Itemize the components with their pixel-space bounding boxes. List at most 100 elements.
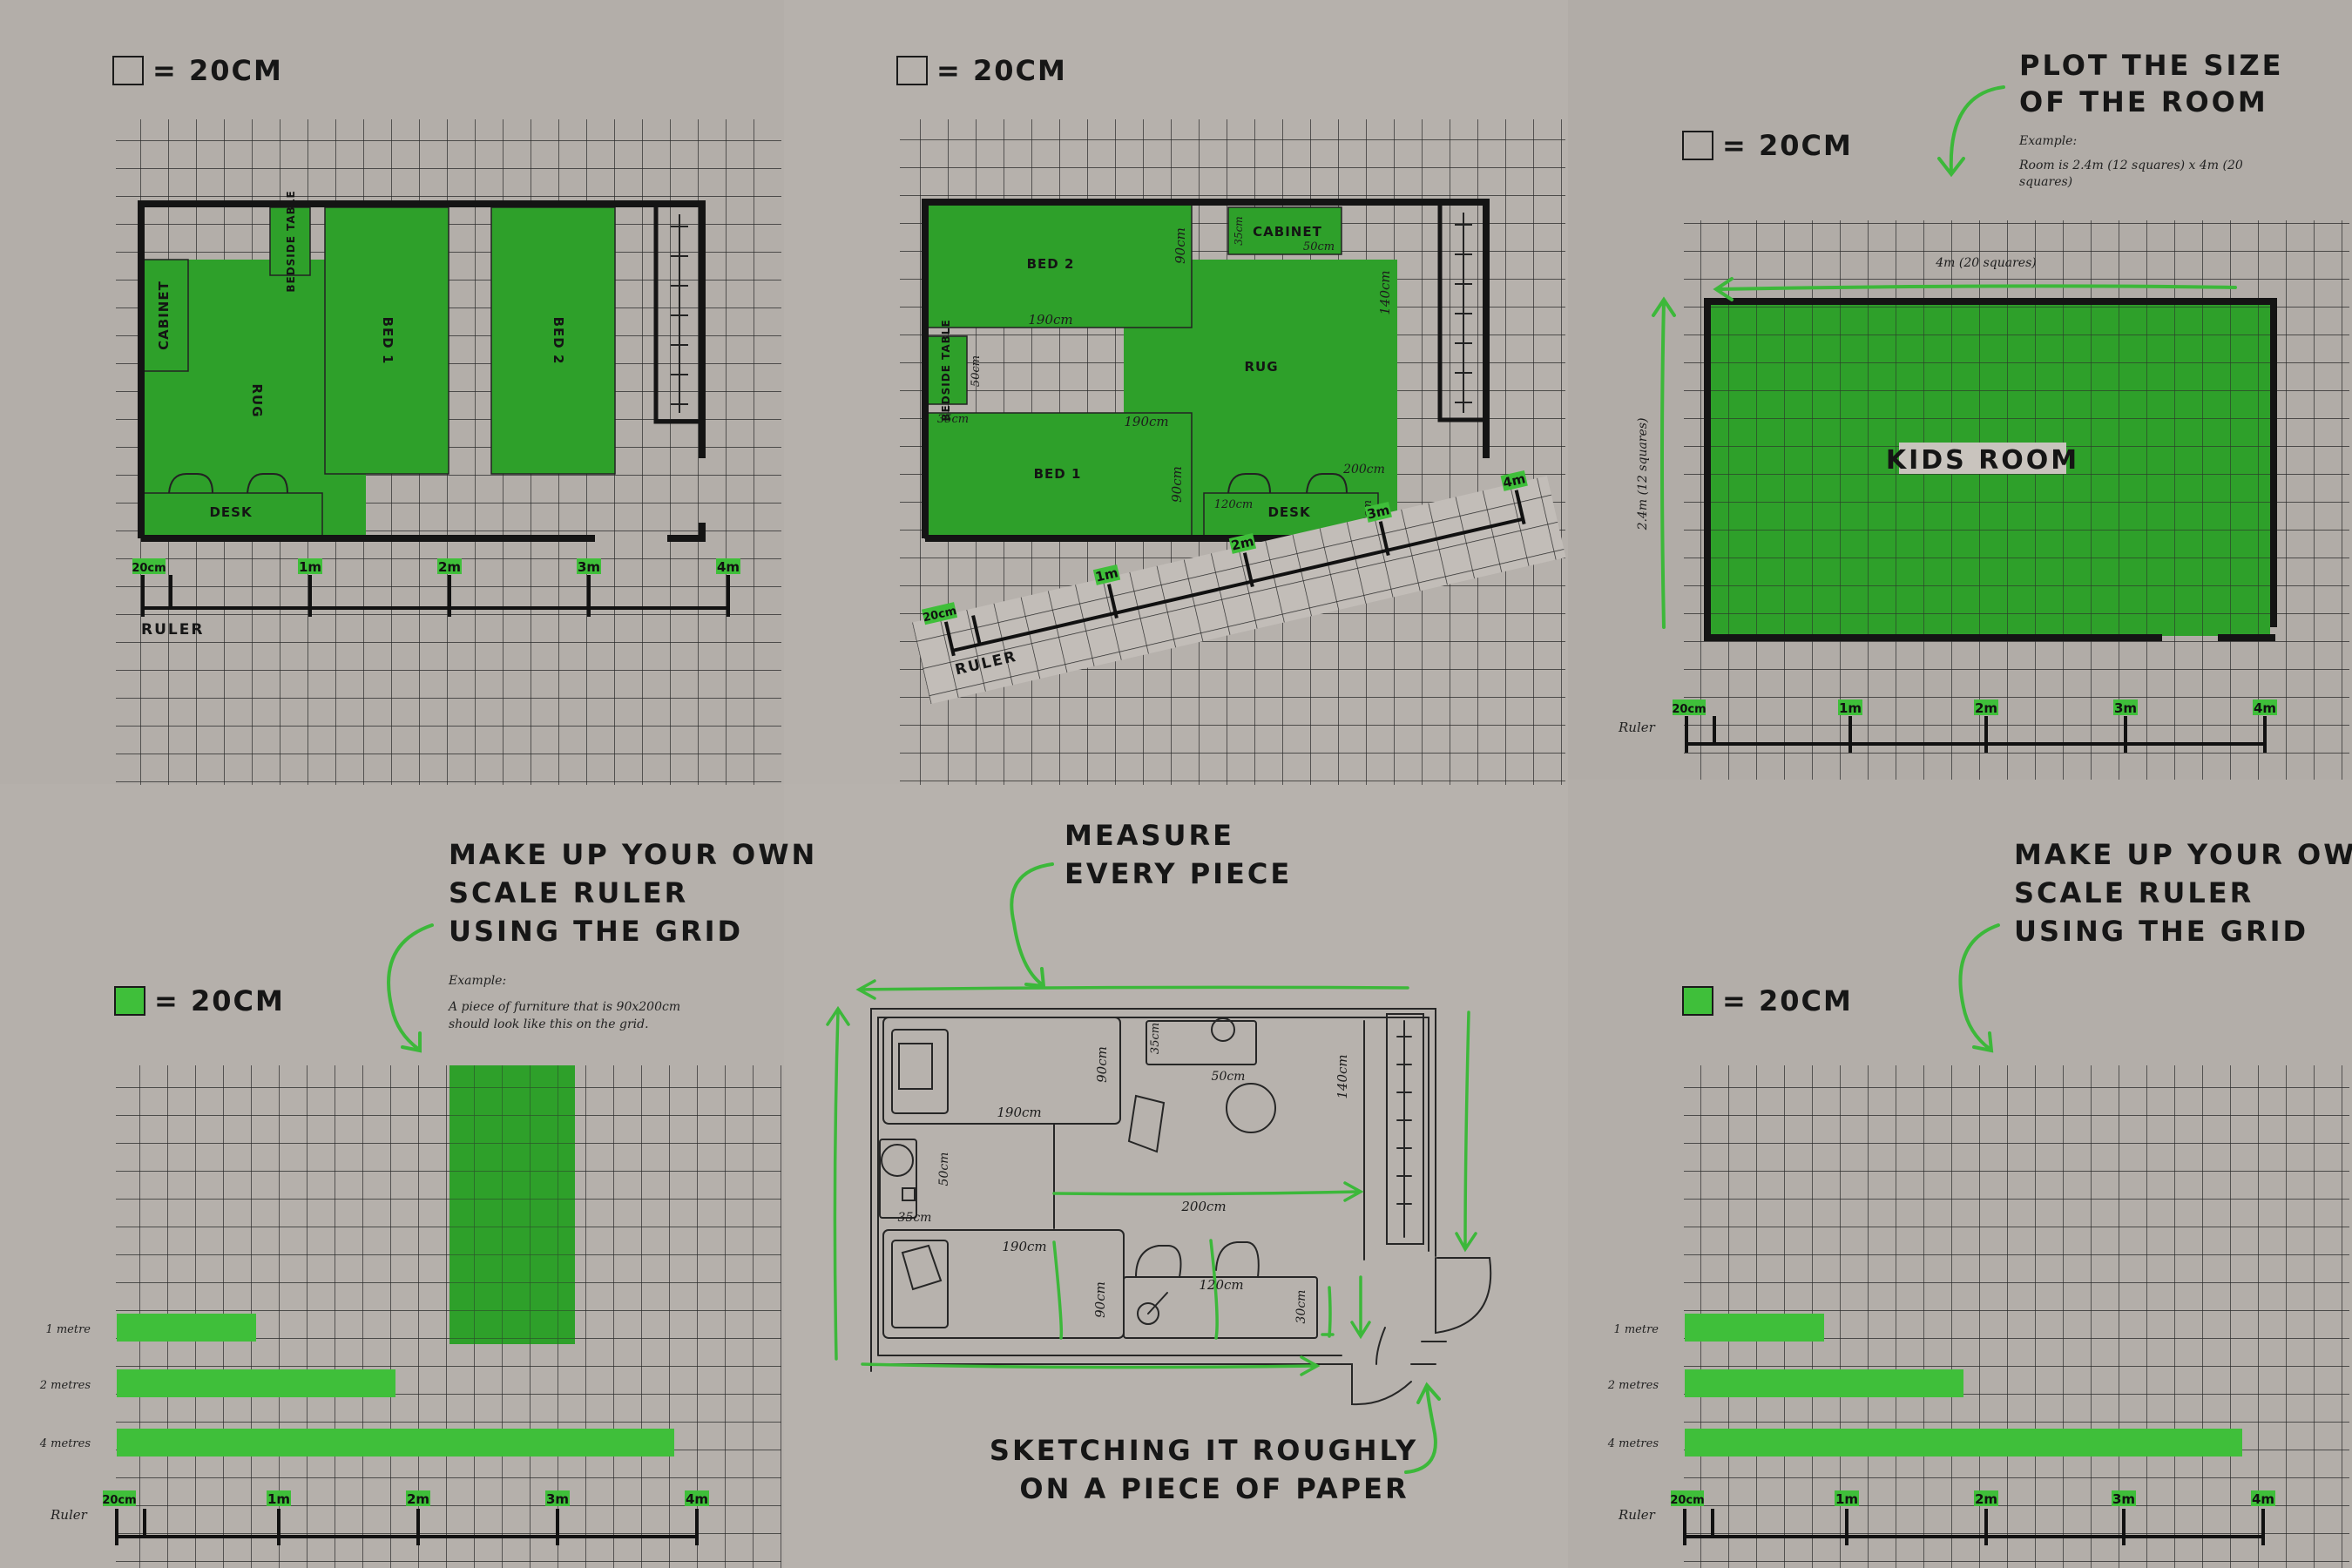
tick-label: 4m (686, 1491, 708, 1507)
cabinet-label: CABINET (156, 280, 172, 350)
room-sketch (870, 1008, 1492, 1406)
bedside-label: BEDSIDE TABLE (940, 319, 952, 421)
bar-label: 2 metres (1607, 1379, 1659, 1392)
scale-bars (1685, 1314, 2242, 1456)
dimension: 35cm (898, 1211, 932, 1225)
tick-label: 20cm (102, 1494, 136, 1507)
example-text: squares) (2019, 175, 2072, 189)
panel-4: MAKE UP YOUR OWN SCALE RULER USING THE G… (39, 838, 817, 1568)
tick-label: 1m (1094, 564, 1119, 585)
dimension: 190cm (997, 1105, 1041, 1120)
bed-2-label: BED 2 (1027, 256, 1075, 272)
curved-arrow (1937, 85, 2005, 178)
heading-line: OF THE ROOM (2019, 85, 2268, 118)
example-text: A piece of furniture that is 90x200cm (447, 1000, 680, 1014)
footer-line: ON A PIECE OF PAPER (1019, 1472, 1409, 1505)
tick-label: 1m (267, 1491, 290, 1507)
bar-label: 1 metre (1613, 1323, 1659, 1336)
tick-label: 1m (1835, 1491, 1858, 1507)
dimension: 200cm (1342, 463, 1385, 476)
desk-label: DESK (209, 504, 253, 520)
ruler-label: RULER (141, 621, 204, 639)
panel-3: PLOT THE SIZE OF THE ROOM Example: Room … (1618, 49, 2349, 780)
ruler (141, 575, 730, 617)
tick-label: 4m (2254, 700, 2276, 716)
dimension: 140cm (1377, 270, 1393, 314)
desk-label: DESK (1267, 504, 1311, 520)
dimensions: 190cm 90cm 35cm 50cm 140cm 50cm 35cm 200… (898, 1023, 1350, 1324)
dimension: 50cm (1303, 240, 1335, 253)
dimension: 90cm (1092, 1281, 1108, 1318)
bar-label: 4 metres (1607, 1437, 1659, 1450)
scale-key-box (1682, 131, 1713, 160)
scale-key-box (896, 56, 928, 85)
scale-bar (1685, 1369, 1963, 1397)
dimension: 190cm (1028, 312, 1072, 328)
panel-5: MEASURE EVERY PIECE (826, 819, 1492, 1505)
scale-bar (117, 1429, 674, 1456)
example-label: Example: (448, 974, 506, 988)
dimension: 90cm (1169, 466, 1185, 503)
dimension: 90cm (1173, 227, 1188, 264)
dimension: 30cm (1294, 1290, 1308, 1324)
tick-label: 2m (407, 1491, 429, 1507)
tick-label: 1m (299, 559, 321, 575)
bed-1-label: BED 1 (1034, 466, 1082, 482)
scale-key-box (112, 56, 144, 85)
shelf (1437, 199, 1489, 422)
bedside-table (926, 335, 968, 405)
bar-label: 4 metres (39, 1437, 91, 1450)
bed-2-label: BED 2 (551, 317, 566, 365)
ruler-ticks: 20cm 1m 2m 3m 4m (102, 1490, 709, 1507)
panel-1: = 20CM CABINET BEDSIDE TABLE RUG BED 1 B… (112, 54, 781, 785)
scale-key-label: = 20CM (1722, 129, 1853, 162)
bed-2 (924, 203, 1193, 328)
scale-key-box (114, 986, 145, 1016)
heading-line: USING THE GRID (449, 915, 743, 948)
tick-label: 3m (2112, 1491, 2135, 1507)
scale-key-label: = 20CM (1722, 984, 1853, 1017)
dimension: 35cm (1233, 216, 1245, 245)
scale-key-label: = 20CM (154, 984, 285, 1017)
height-label: 2.4m (12 squares) (1636, 418, 1650, 531)
width-label: 4m (20 squares) (1935, 256, 2037, 270)
room-walls (1704, 298, 2277, 641)
scale-bar (117, 1314, 256, 1342)
cabinet (140, 259, 189, 372)
scale-bars (117, 1314, 674, 1456)
heading-line: MAKE UP YOUR OWN (449, 838, 817, 871)
curved-arrow (1010, 862, 1054, 989)
heading-line: EVERY PIECE (1064, 857, 1292, 890)
panel-6: MAKE UP YOUR OWN SCALE RULER USING THE G… (1607, 838, 2352, 1568)
tick-label: 3m (546, 1491, 569, 1507)
ruler-ticks: 20cm 1m 2m 3m 4m (1670, 1490, 2275, 1507)
width-arrow (1713, 277, 2237, 301)
dimension: 200cm (1180, 1199, 1226, 1214)
tick-label: 2m (1975, 700, 1997, 716)
tick-label: 20cm (1672, 703, 1706, 716)
cabinet-label: CABINET (1253, 224, 1322, 240)
dimension: 190cm (1124, 414, 1168, 429)
bar-label: 1 metre (45, 1323, 91, 1336)
example-text: Room is 2.4m (12 squares) x 4m (20 (2018, 159, 2243, 172)
bar-label: 2 metres (39, 1379, 91, 1392)
example-label: Example: (2018, 134, 2077, 148)
ruler-label: Ruler (50, 1507, 88, 1523)
curved-arrow (387, 923, 434, 1053)
ruler (1683, 1509, 2265, 1545)
dimension: 190cm (1002, 1239, 1046, 1254)
tick-label: 3m (578, 559, 600, 575)
panel-2: = 20CM BED 2 CABINET BEDSIDE TABLE RUG B… (896, 54, 1566, 785)
height-arrow (1652, 296, 1676, 629)
tick-label: 1m (1839, 700, 1862, 716)
ruler-ticks: 20cm 1m 2m 3m 4m (1672, 700, 2277, 716)
dimension: 50cm (970, 355, 983, 387)
ruler (1685, 716, 2267, 753)
heading-line: MEASURE (1064, 819, 1234, 852)
footer-line: SKETCHING IT ROUGHLY (990, 1434, 1418, 1467)
curved-arrow (1958, 923, 2000, 1053)
dimension: 35cm (937, 413, 969, 426)
ruler-label: Ruler (1618, 720, 1656, 735)
shelf (653, 201, 705, 424)
